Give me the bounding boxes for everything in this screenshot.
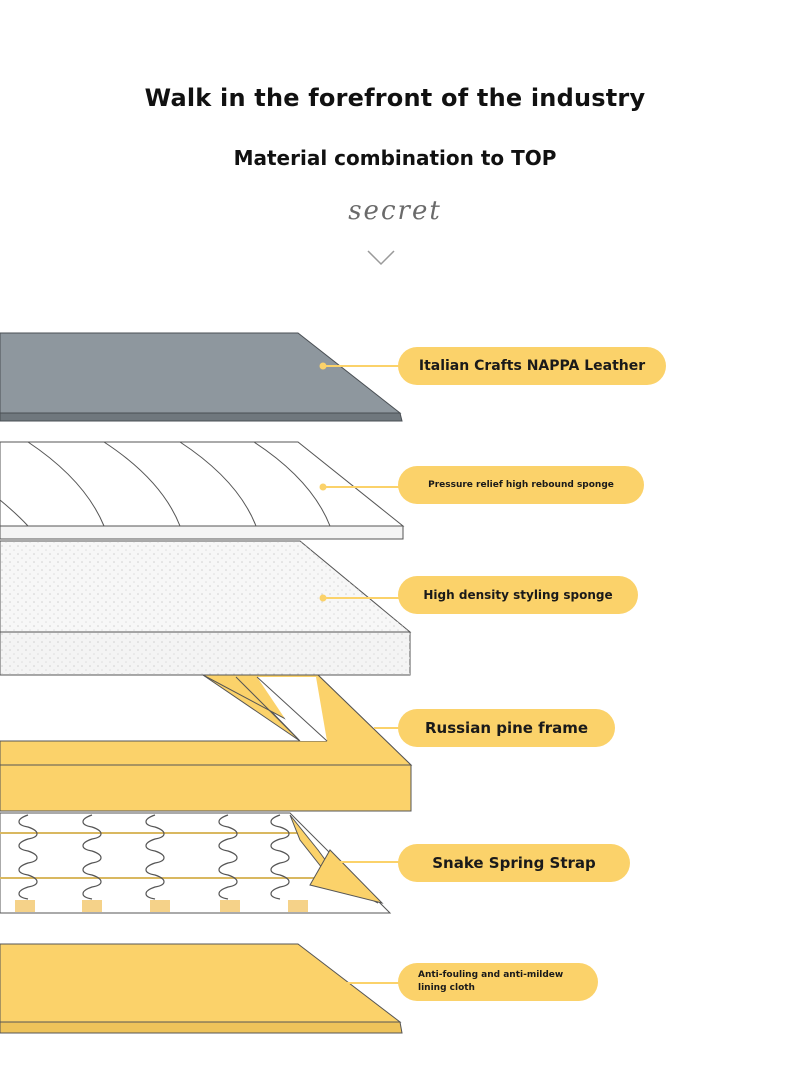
layer-snake-spring bbox=[0, 812, 392, 914]
layer-rebound-sponge bbox=[0, 441, 405, 540]
page-subtitle: Material combination to TOP bbox=[233, 146, 557, 170]
script-word: secret bbox=[348, 196, 442, 226]
label-lining-cloth: Anti-fouling and anti-mildew lining clot… bbox=[398, 963, 598, 1001]
layer-leather bbox=[0, 332, 403, 422]
layer-pine-frame bbox=[0, 674, 413, 812]
connector-lines bbox=[319, 362, 400, 984]
chevron-down-icon bbox=[367, 250, 395, 266]
label-pine-frame: Russian pine frame bbox=[398, 709, 615, 747]
label-leather: Italian Crafts NAPPA Leather bbox=[398, 347, 666, 385]
layer-density-sponge bbox=[0, 540, 412, 676]
page-title: Walk in the forefront of the industry bbox=[144, 84, 646, 112]
label-snake-spring: Snake Spring Strap bbox=[398, 844, 630, 882]
label-rebound-sponge: Pressure relief high rebound sponge bbox=[398, 466, 644, 504]
layer-lining-cloth bbox=[0, 943, 403, 1034]
label-density-sponge: High density styling sponge bbox=[398, 576, 638, 614]
